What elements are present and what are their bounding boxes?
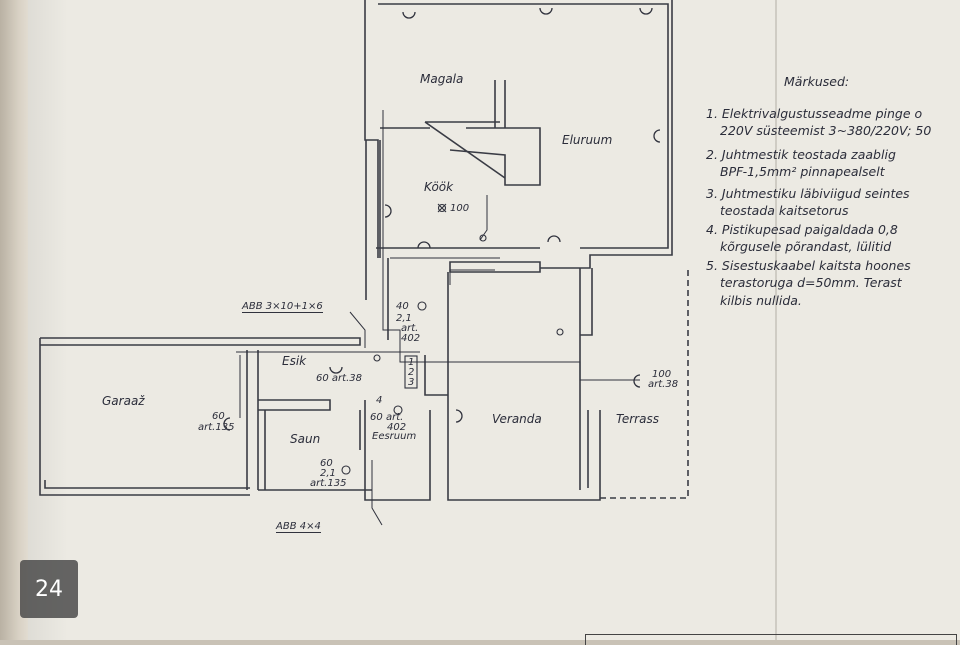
ceiling-lamp-icon	[437, 203, 447, 213]
wall-left-top	[364, 0, 379, 300]
wall-garage-bottom	[44, 480, 250, 489]
room-eluruum: Eluruum	[562, 133, 613, 147]
notes-line: teostada kaitsetorus	[720, 203, 849, 218]
notes-title: Märkused:	[784, 74, 850, 89]
lamp-icon	[633, 374, 641, 388]
room-garaaz: Garaaž	[102, 394, 145, 408]
room-esik: Esik	[282, 354, 307, 368]
notes-line: 4. Pistikupesad paigaldada 0,8	[706, 222, 898, 237]
notes-line: 220V süsteemist 3~380/220V; 50	[720, 123, 932, 138]
room-terrass: Terrass	[616, 412, 659, 426]
notes-line: 1. Elektrivalgustusseadme pinge o	[706, 106, 923, 121]
wall-kitchen-top	[380, 127, 541, 186]
eesruum-label-402: 402	[387, 422, 407, 433]
panel-label-21: 2,1	[396, 313, 412, 324]
wall-garage-right	[246, 350, 259, 490]
saun-label-art: art.135	[310, 478, 347, 489]
wall-saun	[264, 400, 372, 501]
wiring-abb-top	[349, 311, 366, 348]
kook-lamp-label: 100	[450, 203, 470, 214]
wall-eesruum	[258, 410, 431, 501]
floor-plan-sheet	[28, 0, 960, 640]
wall-veranda-right	[579, 268, 593, 490]
lamp-icon	[384, 204, 392, 218]
wiring-kitchen	[479, 195, 488, 241]
wall-veranda	[447, 272, 601, 501]
room-magala: Magala	[420, 72, 464, 86]
switch-icon	[373, 354, 381, 362]
wall-right-outer	[540, 0, 673, 269]
sheet-fold	[775, 0, 777, 640]
switch-icon	[479, 234, 487, 242]
socket-icon	[417, 301, 427, 311]
lamp-icon	[402, 11, 416, 19]
switch-label-1: 1	[408, 357, 415, 368]
terrace-dashed	[600, 270, 689, 499]
notes-line: terastoruga d=50mm. Terast	[720, 275, 902, 290]
cable-label-bottom: ABB 4×4	[276, 521, 321, 533]
panel-label-40: 40	[396, 301, 409, 312]
veranda-lamp-art: art.38	[648, 379, 679, 390]
panel-label-402: 402	[401, 333, 421, 344]
chimney	[494, 80, 506, 128]
switch-icon	[556, 328, 564, 336]
notes-line: 3. Juhtmestiku läbiviigud seintes	[706, 186, 910, 201]
ceiling-lamp-icon	[437, 203, 447, 213]
garage-lamp-60: 60	[212, 411, 225, 422]
page-number-badge: 24	[20, 560, 78, 618]
wiring-abb-bottom	[371, 460, 383, 526]
room-veranda: Veranda	[492, 412, 542, 426]
lamp-icon	[639, 7, 653, 15]
saun-label-60: 60	[320, 458, 333, 469]
lamp-icon	[539, 7, 553, 15]
panel-label-art: art.	[401, 323, 419, 334]
lamp-icon	[547, 235, 561, 243]
lamp-icon	[417, 241, 431, 249]
eesruum-label-60: 60	[370, 412, 383, 423]
room-eesruum: Eesruum	[372, 431, 417, 442]
lamp-icon	[455, 409, 463, 423]
lamp-icon	[223, 417, 231, 431]
wall-corridor	[387, 258, 541, 340]
esik-lamp-label: 60 art.38	[316, 373, 362, 384]
wall-top-block	[378, 3, 669, 249]
socket-icon	[393, 405, 403, 415]
lamp-icon	[653, 129, 661, 143]
switch-label-2: 2	[408, 367, 415, 378]
room-saun: Saun	[290, 432, 321, 446]
distribution-panel-icon	[404, 355, 418, 389]
wall-garage-top	[40, 337, 361, 346]
wiring-veranda	[448, 361, 640, 381]
lamp-icon	[329, 366, 343, 374]
stair-diagonal	[424, 121, 506, 179]
saun-label-21: 2,1	[320, 468, 336, 479]
wall-saun-top	[258, 399, 331, 411]
socket-icon	[341, 465, 351, 475]
wiring-main	[382, 110, 448, 363]
garage-lamp-art: art.135	[198, 422, 235, 433]
switch-label-4: 4	[376, 395, 383, 406]
cable-label-top: ABB 3×10+1×6	[242, 301, 323, 313]
wiring-veranda-top	[449, 269, 495, 285]
room-kook: Köök	[424, 180, 454, 194]
switch-label-3: 3	[408, 377, 415, 388]
wall-stair	[424, 355, 448, 396]
wall-garage-left	[39, 338, 250, 496]
notes-line: 5. Sisestuskaabel kaitsta hoones	[706, 258, 911, 273]
notes-line: BPF-1,5mm² pinnapealselt	[720, 164, 885, 179]
eesruum-label-art: art.	[386, 412, 404, 423]
notes-line: kilbis nullida.	[720, 293, 802, 308]
notes-line: kõrgusele põrandast, lülitid	[720, 239, 892, 254]
notes-line: 2. Juhtmestik teostada zaablig	[706, 147, 896, 162]
veranda-lamp-100: 100	[652, 369, 672, 380]
